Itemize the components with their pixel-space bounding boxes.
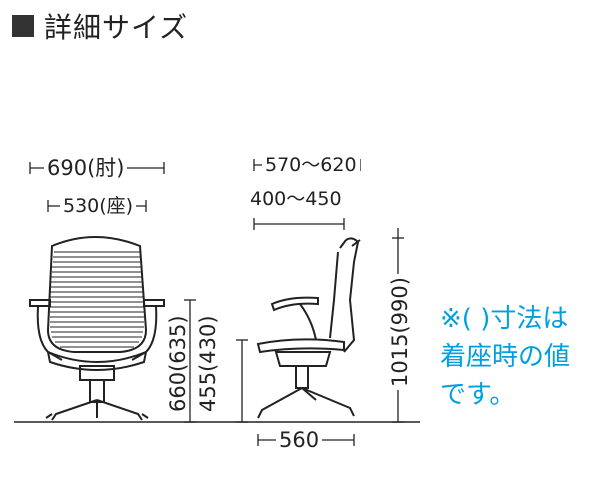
seat-height-label: 455(430) (196, 315, 220, 412)
title-square-icon (12, 15, 34, 37)
dim-armrest-height (184, 299, 196, 423)
note-line-1: ※( )寸法は (440, 304, 569, 334)
note-line-2: 着座時の値 (440, 342, 571, 372)
depth-range-label: 570～620 (262, 156, 360, 175)
section-header: 詳細サイズ (12, 4, 188, 48)
seat-depth-range-label: 400～450 (250, 188, 342, 210)
front-view-chair (29, 236, 165, 421)
total-height-label: 1015(990) (388, 274, 412, 390)
seat-width-label: 530(座) (60, 197, 137, 216)
armrest-height-label: 660(635) (166, 315, 190, 412)
note-line-3: です。 (440, 380, 516, 410)
note-text: ※( )寸法は 着座時の値 です。 (440, 300, 600, 414)
side-view-chair (256, 237, 361, 419)
dim-seat-depth-range (253, 218, 345, 230)
dim-seat-height (236, 339, 248, 423)
page-title: 詳細サイズ (44, 11, 189, 44)
armrest-width-label: 690(肘) (44, 158, 128, 179)
base-depth-label: 560 (276, 430, 323, 451)
